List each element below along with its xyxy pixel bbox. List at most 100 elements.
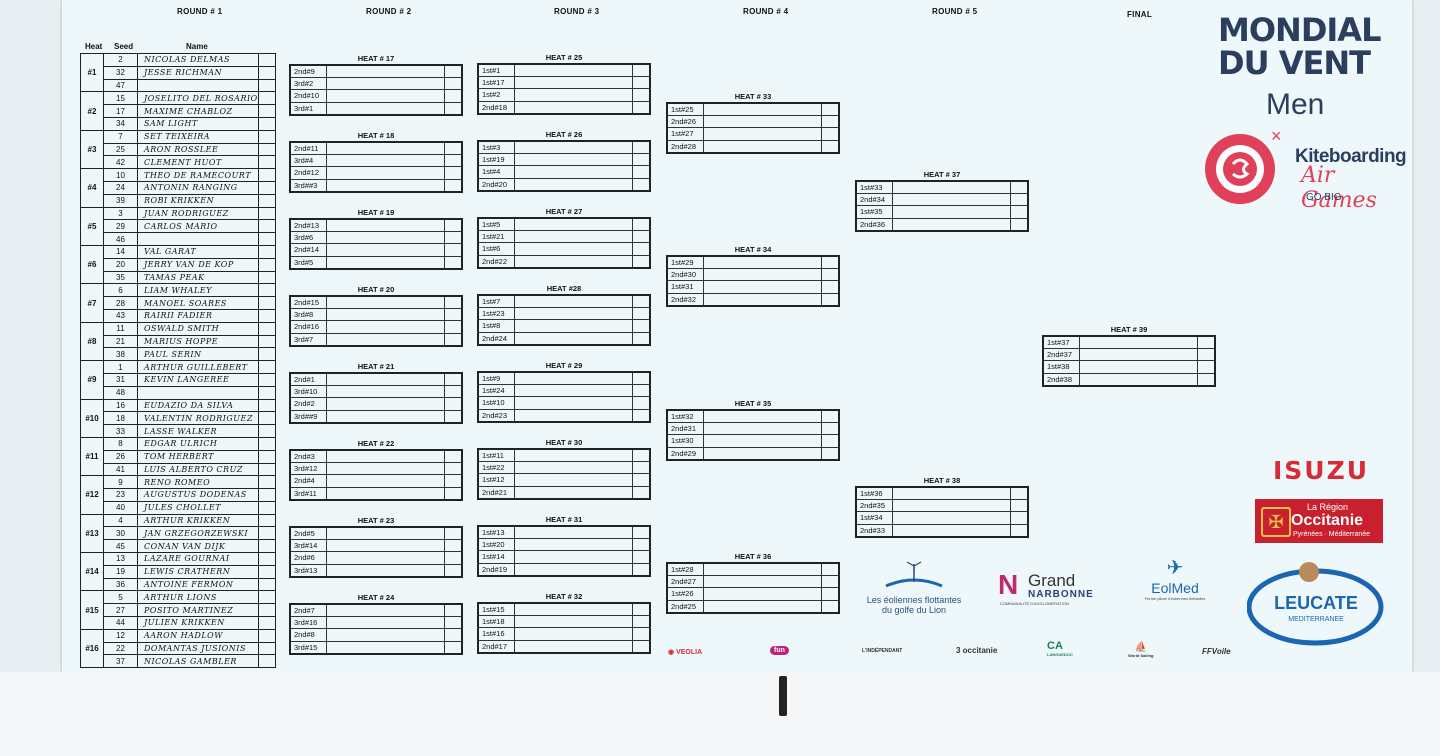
heat-result-cell (1010, 217, 1029, 232)
heat-result-cell (444, 628, 463, 642)
heat-number: #13 (80, 513, 104, 554)
heat-title: HEAT # 37 (923, 170, 961, 179)
seed-number: 40 (103, 500, 138, 515)
rider-name: RENO ROMEO (137, 475, 259, 490)
heat-slot-row: 2nd#29 (666, 446, 840, 461)
heat-slot-label: 2nd#37 (1042, 348, 1080, 362)
rider-name (137, 385, 259, 400)
heat-slot-label: 1st#36 (855, 486, 893, 501)
result-cell (258, 475, 276, 490)
ca-text: CA (1047, 640, 1063, 652)
heat-slot-label: 1st#32 (666, 409, 704, 424)
heat-slot-label: 1st#11 (477, 448, 515, 463)
heat-result-cell (632, 473, 651, 487)
heat-slot-row: 1st#16 (477, 627, 651, 641)
seed-number: 25 (103, 142, 138, 157)
heat-slot-label: 3rd#12 (289, 462, 327, 476)
heat-result-cell (1010, 523, 1029, 538)
heat-name-cell (514, 230, 633, 244)
heat-title: HEAT # 35 (734, 399, 772, 408)
seed-number: 13 (103, 552, 138, 566)
heat-slot-label: 3rd#8 (289, 308, 327, 322)
heat-slot-label: 2nd#24 (477, 331, 515, 346)
heat-result-cell (821, 434, 840, 448)
heat-slot-row: 1st#38 (1042, 360, 1216, 374)
grand-text: Grand (1028, 571, 1076, 590)
heat-name-cell (1079, 360, 1198, 374)
heat-result-cell (444, 397, 463, 411)
seed-number: 37 (103, 654, 138, 669)
heat-slot-row: 2nd#31 (666, 422, 840, 436)
heat-result-cell (1197, 360, 1216, 374)
seed-number: 29 (103, 219, 138, 234)
heat-slot-row: 1st#22 (477, 461, 651, 475)
rider-name: ARON ROSSLEE (137, 142, 259, 157)
heat-slot-label: 1st#20 (477, 538, 515, 552)
heat-slot-label: 2nd#1 (289, 372, 327, 387)
result-cell (258, 552, 276, 566)
heat-name-cell (326, 332, 445, 347)
heat-name-cell (514, 473, 633, 487)
heat-name-cell (892, 523, 1011, 538)
rider-name: MAXIME CHABLOZ (137, 104, 259, 118)
heat-slot-row: 2nd#35 (855, 499, 1029, 513)
heat-result-cell (821, 575, 840, 589)
result-cell (258, 168, 276, 182)
seed-column-header: Seed (114, 42, 134, 51)
heat-name-cell (514, 153, 633, 167)
heat-name-cell (514, 485, 633, 500)
heat-result-cell (632, 88, 651, 102)
heat-result-cell (444, 372, 463, 387)
heat-name-cell (326, 449, 445, 464)
heat-slot-label: 1st#26 (666, 587, 704, 601)
heat-slot-label: 1st#6 (477, 242, 515, 256)
eoliennes-turbine-icon (885, 561, 943, 588)
rider-name: ANTONIN RANGING (137, 180, 259, 195)
heat-slot-row: 2nd#25 (666, 599, 840, 614)
heat-result-cell (821, 127, 840, 141)
seed-number: 14 (103, 244, 138, 259)
heat-slot-label: 3rd#16 (289, 616, 327, 630)
heat-slot-label: 1st#34 (855, 511, 893, 525)
heat-result-cell (632, 140, 651, 155)
veolia-text: VEOLIA (676, 649, 703, 656)
heat-result-cell (632, 627, 651, 641)
heat-slot-row: 3rd#4 (289, 154, 463, 168)
heat-result-cell (444, 551, 463, 565)
heat-name-cell (703, 422, 822, 436)
result-cell (258, 155, 276, 170)
heat-result-cell (444, 218, 463, 233)
result-cell (258, 449, 276, 464)
heat-title: HEAT # 25 (545, 53, 583, 62)
heat-name-cell (703, 127, 822, 141)
ca-sub-text: LANGUEDOC (1047, 652, 1073, 657)
heat-slot-label: 1st#25 (666, 102, 704, 117)
heat-result-cell (444, 243, 463, 257)
eolmed-wind-icon: ✈ (1166, 557, 1184, 579)
heat-title: HEAT # 24 (357, 593, 395, 602)
heat-title: HEAT # 22 (357, 439, 395, 448)
seed-number: 4 (103, 513, 138, 528)
heat-slot-row: 1st#23 (477, 307, 651, 321)
heat-slot-label: 1st#27 (666, 127, 704, 141)
heat-name-cell (703, 446, 822, 461)
heat-slot-label: 1st#7 (477, 294, 515, 309)
heat-name-cell (326, 474, 445, 488)
heat-name-cell (514, 538, 633, 552)
heat-slot-label: 3rd##9 (289, 409, 327, 424)
result-cell (258, 219, 276, 234)
heat-slot-label: 2nd#25 (666, 599, 704, 614)
heat-number: #3 (80, 129, 104, 170)
heat-slot-row: 2nd#5 (289, 526, 463, 541)
seed-number: 17 (103, 104, 138, 118)
